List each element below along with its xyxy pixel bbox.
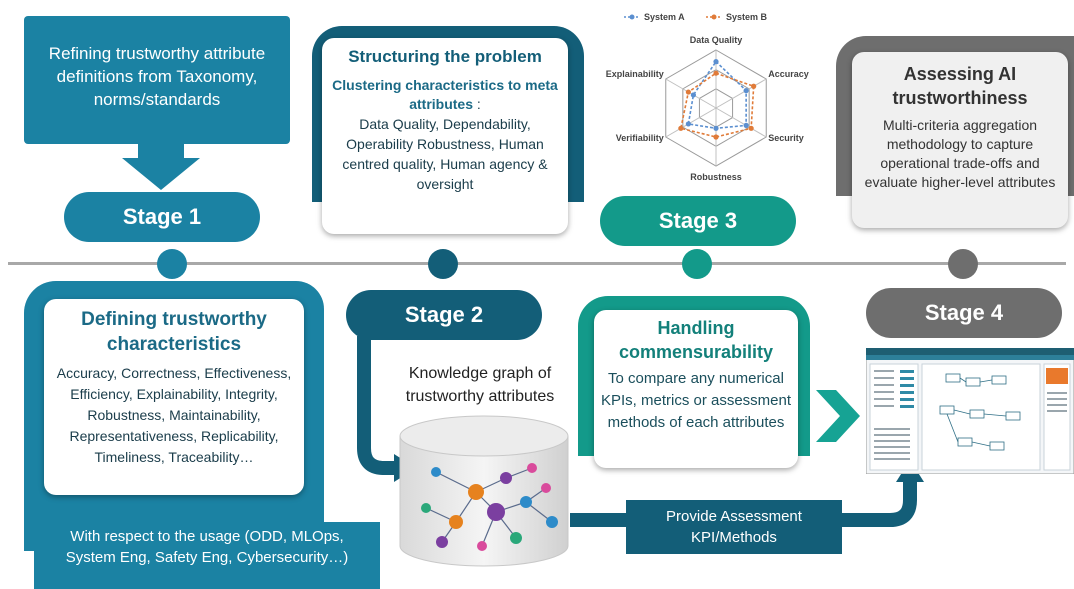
radar-point [713, 134, 719, 140]
stage4-card-body: Multi-criteria aggregation methodology t… [864, 117, 1056, 190]
stage1-top-box: Refining trustworthy attribute definitio… [24, 16, 290, 144]
stage1-timeline-dot [157, 249, 187, 279]
stage2-label: Stage 2 [346, 290, 542, 340]
radar-spoke [715, 78, 767, 109]
stage1-card-body: Accuracy, Correctness, Effectiveness, Ef… [56, 365, 292, 465]
stage3-card-body: To compare any numerical KPIs, metrics o… [600, 370, 792, 431]
radar-grid [665, 49, 767, 167]
knowledge-graph-cylinder [399, 415, 569, 567]
radar-spoke [715, 107, 767, 138]
radar-point [743, 122, 749, 128]
radar-point [678, 125, 684, 131]
stage1-bottom-text: With respect to the usage (ODD, MLOps, S… [65, 528, 349, 566]
chevron-right-icon [816, 390, 860, 442]
stage3-card: Handling commensurability To compare any… [594, 310, 798, 468]
radar-point [685, 121, 691, 127]
timeline-line [8, 262, 1066, 265]
radar-axis-label: Verifiability [616, 133, 664, 143]
stage4-card-title: Assessing AI trustworthiness [892, 64, 1028, 108]
stage2-card: Structuring the problem Clustering chara… [322, 38, 568, 234]
radar-chart: System A System B Data QualityAccuracySe… [606, 12, 809, 182]
radar-axis-label: Data Quality [690, 35, 743, 45]
radar-point [713, 125, 719, 131]
radar-spoke [665, 107, 717, 138]
radar-point [743, 88, 749, 94]
radar-legend: System A System B [624, 12, 768, 22]
radar-axis-label: Robustness [690, 172, 742, 182]
radar-point [748, 125, 754, 131]
stage4-label: Stage 4 [866, 288, 1062, 338]
stage3-label: Stage 3 [600, 196, 796, 246]
radar-point [713, 59, 719, 65]
radar-axis-label: Accuracy [768, 69, 809, 79]
stage3-card-title: Handling commensurability [618, 318, 774, 362]
stage2-graph-text: Knowledge graph of trustworthy attribute… [405, 365, 555, 405]
stage2-card-subtitle-suffix: : [473, 96, 481, 112]
stage1-bottom-box: With respect to the usage (ODD, MLOps, S… [34, 522, 380, 589]
stage2-card-subtitle: Clustering characteristics to meta attri… [332, 77, 558, 112]
assessment-text: Provide Assessment KPI/Methods [666, 508, 802, 546]
dashboard-screenshot [866, 348, 1074, 474]
radar-point [685, 89, 691, 95]
stage1-card-title: Defining trustworthy characteristics [81, 309, 267, 355]
radar-axis-label: Explainability [606, 69, 664, 79]
legend-system-a: System A [644, 12, 685, 22]
stage2-card-subtitle-block: Clustering characteristics to meta attri… [322, 68, 568, 114]
stage3-timeline-dot [682, 249, 712, 279]
stage1-down-arrow [122, 140, 200, 190]
radar-point [713, 70, 719, 76]
stage2-card-body: Data Quality, Dependability, Operability… [342, 116, 548, 192]
stage4-timeline-dot [948, 249, 978, 279]
stage1-label: Stage 1 [64, 192, 260, 242]
stage2-timeline-dot [428, 249, 458, 279]
assessment-box: Provide Assessment KPI/Methods [626, 500, 842, 554]
stage1-card: Defining trustworthy characteristics Acc… [44, 299, 304, 495]
stage2-card-title: Structuring the problem [348, 47, 542, 66]
radar-spoke [665, 78, 717, 109]
radar-axis-label: Security [768, 133, 804, 143]
legend-system-b: System B [726, 12, 768, 22]
radar-point [751, 83, 757, 89]
radar-series [678, 59, 757, 140]
stage1-top-text: Refining trustworthy attribute definitio… [48, 44, 266, 109]
stage4-card: Assessing AI trustworthiness Multi-crite… [852, 52, 1068, 228]
radar-point [690, 92, 696, 98]
